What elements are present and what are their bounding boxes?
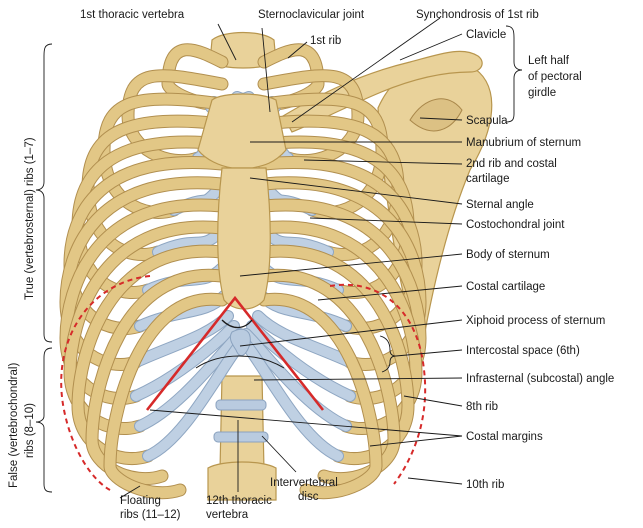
angle-arc [221, 319, 253, 329]
label-false-ribs-2: ribs (8–10) [24, 403, 36, 458]
label-false-ribs-1: False (vertebrochondral) [8, 363, 20, 488]
label-2nd-rib-1: 2nd rib and costal [466, 158, 557, 170]
label-pectoral-girdle-1: Left half [528, 55, 570, 67]
label-1st-rib: 1st rib [310, 35, 341, 47]
label-scapula: Scapula [466, 115, 508, 127]
vertebral-column [207, 31, 277, 501]
angle-arrow [195, 355, 285, 369]
label-2nd-rib-2: cartilage [466, 173, 509, 185]
left-costal-margin-circle [60, 275, 151, 491]
label-costal-cartilage: Costal cartilage [466, 281, 545, 293]
leader-lines [119, 17, 463, 499]
label-8th-rib: 8th rib [466, 401, 498, 413]
label-true-ribs: True (vertebrosternal) ribs (1–7) [24, 137, 36, 300]
label-costochondral-joint: Costochondral joint [466, 219, 565, 231]
label-12th-thoracic-1: 12th thoracic [206, 495, 272, 507]
label-intervertebral-1: Intervertebral [270, 477, 338, 489]
false-ribs-bracket [35, 347, 53, 493]
true-ribs-bracket [35, 43, 53, 343]
label-12th-thoracic-2: vertebra [206, 509, 249, 521]
label-costal-margins: Costal margins [466, 431, 543, 443]
label-intercostal-space: Intercostal space (6th) [466, 345, 580, 357]
label-synchondrosis-1st-rib: Synchondrosis of 1st rib [416, 9, 539, 21]
label-infrasternal-angle: Infrasternal (subcostal) angle [466, 373, 614, 385]
infrasternal-angle-line [145, 295, 325, 411]
label-1st-thoracic-vertebra: 1st thoracic vertebra [80, 9, 185, 21]
sternum [197, 93, 287, 357]
label-clavicle: Clavicle [466, 29, 506, 41]
pectoral-girdle-bracket [505, 25, 523, 123]
label-sternoclavicular-joint: Sternoclavicular joint [258, 9, 365, 21]
label-pectoral-girdle-3: girdle [528, 87, 556, 99]
label-sternal-angle: Sternal angle [466, 199, 534, 211]
label-xiphoid-process: Xiphoid process of sternum [466, 315, 605, 327]
label-floating-ribs-2: ribs (11–12) [120, 509, 181, 521]
label-floating-ribs-1: Floating [120, 495, 161, 507]
labels: 1st thoracic vertebra Sternoclavicular j… [8, 9, 614, 521]
label-pectoral-girdle-2: of pectoral [528, 71, 582, 83]
label-10th-rib: 10th rib [466, 479, 504, 491]
label-body-of-sternum: Body of sternum [466, 249, 550, 261]
label-manubrium: Manubrium of sternum [466, 137, 581, 149]
label-intervertebral-2: disc [298, 491, 319, 503]
